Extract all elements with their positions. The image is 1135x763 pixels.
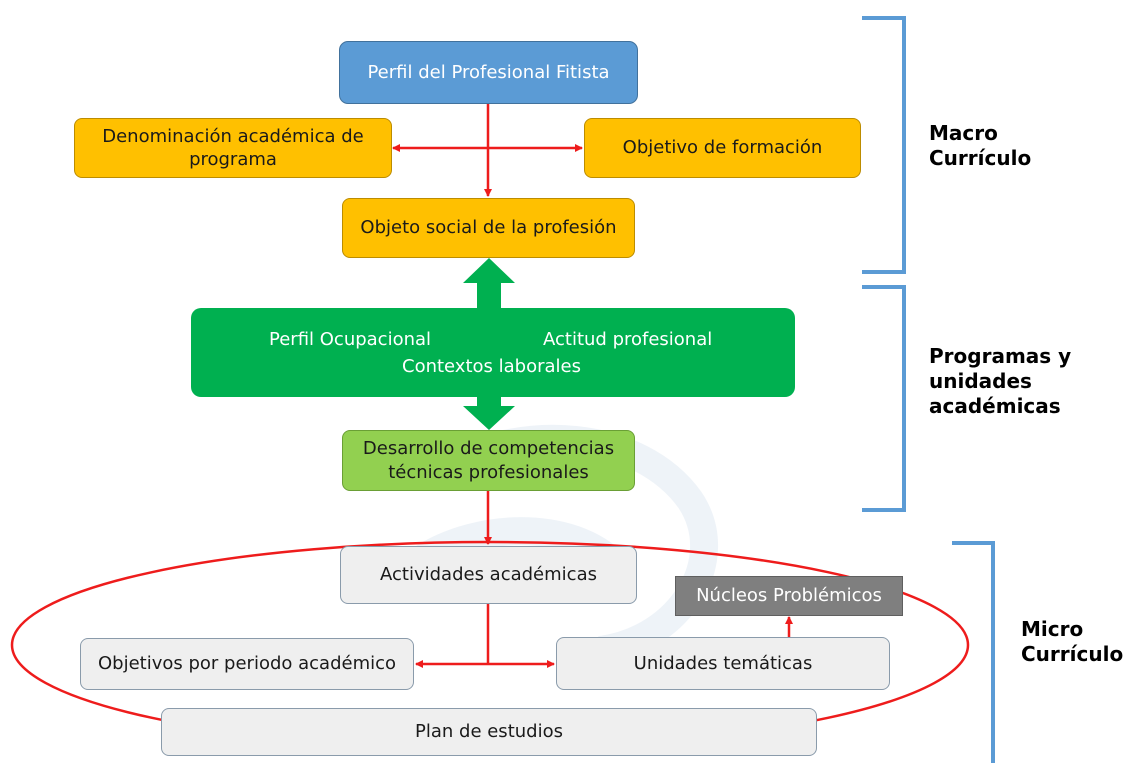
- actitud-profesional-label: Actitud profesional: [543, 329, 713, 350]
- perfil-ocupacional-band: [191, 308, 795, 397]
- objetivos-periodo-box: Objetivos por periodo académico: [80, 638, 414, 690]
- contextos-laborales-label: Contextos laborales: [402, 356, 581, 377]
- plan-estudios-box: Plan de estudios: [161, 708, 817, 756]
- micro-curriculo-label: Micro Currículo: [1021, 617, 1124, 666]
- bracket-micro: [952, 541, 995, 763]
- perfil-ocupacional-label: Perfil Ocupacional: [269, 329, 432, 350]
- perfil-profesional-box: Perfil del Profesional Fitista: [339, 41, 638, 104]
- bracket-macro: [862, 16, 906, 274]
- macro-curriculo-label: Macro Currículo: [929, 121, 1032, 170]
- objeto-social-box: Objeto social de la profesión: [342, 198, 635, 258]
- unidades-tematicas-box: Unidades temáticas: [556, 637, 890, 690]
- actividades-academicas-box: Actividades académicas: [340, 546, 637, 604]
- objetivo-formacion-box: Objetivo de formación: [584, 118, 861, 178]
- desarrollo-competencias-box: Desarrollo de competencias técnicas prof…: [342, 430, 635, 491]
- programas-unidades-label: Programas y unidades académicas: [929, 344, 1072, 418]
- green-arrow-up: [463, 258, 515, 308]
- green-arrow-down: [463, 397, 515, 430]
- denominacion-box: Denominación académica de programa: [74, 118, 392, 178]
- nucleos-problemicos-box: Núcleos Problémicos: [675, 576, 903, 616]
- bracket-programas: [862, 285, 906, 512]
